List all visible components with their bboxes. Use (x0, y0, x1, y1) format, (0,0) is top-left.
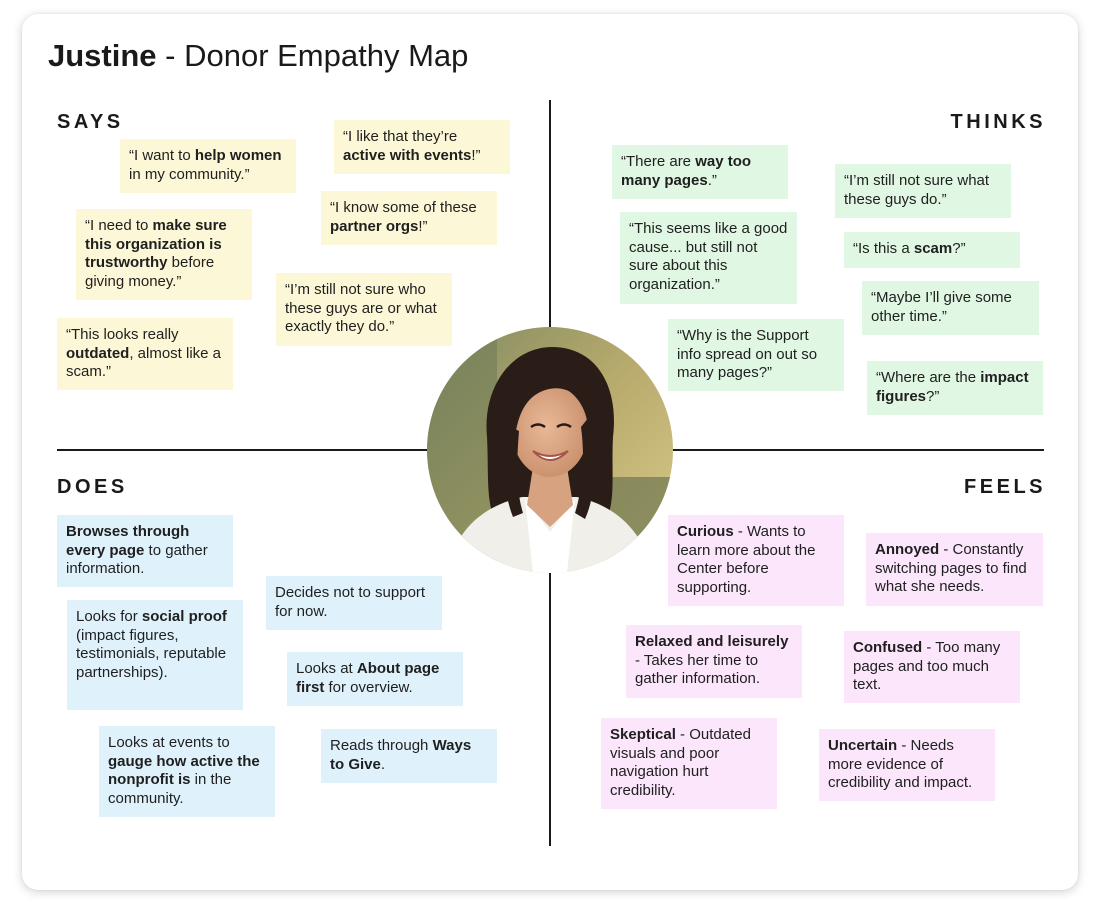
says-note-outdated: “This looks really outdated, almost like… (57, 318, 233, 390)
does-note-browses: Browses through every page to gather inf… (57, 515, 233, 587)
note-text-segment: .” (707, 171, 717, 189)
note-text-segment: - Wants to learn more about the Center b… (677, 523, 816, 596)
note-text-segment: - Constantly switching pages to find wha… (875, 541, 1027, 595)
note-text-segment: scam (913, 240, 953, 257)
says-note-not-sure-who: “I’m still not sure who these guys are o… (276, 273, 452, 346)
note-text-segment: “Is this a (853, 240, 914, 257)
thinks-note-scam: “Is this a scam?” (844, 232, 1020, 268)
note-text-segment: Annoyed (875, 541, 940, 558)
thinks-note-support-info: “Why is the Support info spread on out s… (668, 319, 844, 391)
note-text-segment: , almost like a scam.” (66, 344, 222, 381)
horizontal-divider-right (664, 449, 1044, 451)
quadrant-label-says: SAYS (57, 111, 124, 133)
note-text-segment: help women (194, 147, 282, 164)
says-note-trustworthy: “I need to make sure this organization i… (76, 209, 252, 300)
feels-note-confused: Confused - Too many pages and too much t… (844, 631, 1020, 703)
note-text-segment: Looks for (76, 608, 142, 625)
note-text-segment: Looks at (296, 660, 357, 677)
note-text-segment: active with events (343, 146, 472, 164)
thinks-note-good-cause: “This seems like a good cause... but sti… (620, 212, 797, 304)
note-text-segment: for overview. (324, 678, 413, 696)
note-text-segment: Uncertain (828, 737, 898, 754)
note-text-segment: impact figures (876, 369, 1029, 405)
thinks-note-impact-figures: “Where are the impact figures?” (867, 361, 1043, 415)
note-text-segment: “Where are the (876, 369, 981, 386)
thinks-note-not-sure-what: “I’m still not sure what these guys do.” (835, 164, 1011, 218)
note-text-segment: “Why is the Support info spread on out s… (677, 327, 818, 381)
note-text-segment: before giving money.” (85, 254, 215, 290)
note-text-segment: “This looks really (66, 326, 179, 343)
note-text-segment: Browses through every page (66, 523, 190, 559)
note-text-segment: “Maybe I’ll give some other time.” (871, 289, 1012, 325)
thinks-note-other-time: “Maybe I’ll give some other time.” (862, 281, 1039, 335)
feels-note-skeptical: Skeptical - Outdated visuals and poor na… (601, 718, 777, 809)
note-text-segment: “I’m still not sure who these guys are o… (285, 281, 437, 335)
feels-note-uncertain: Uncertain - Needs more evidence of credi… (819, 729, 995, 801)
note-text-segment: partner orgs (330, 217, 419, 235)
note-text-segment: “I need to (85, 217, 153, 234)
quadrant-label-does: DOES (57, 476, 128, 498)
note-text-segment: outdated (66, 344, 130, 362)
note-text-segment: “This seems like a good cause... but sti… (629, 220, 788, 293)
note-text-segment: !” (418, 217, 428, 235)
note-text-segment: ?” (926, 387, 940, 405)
woman-portrait-icon (427, 327, 673, 573)
note-text-segment: to gather information. (66, 541, 208, 578)
note-text-segment: “I like that they’re (343, 128, 458, 145)
note-text-segment: social proof (141, 608, 227, 625)
note-text-segment: - Needs more evidence of credibility and… (828, 737, 973, 791)
note-text-segment: in my community.” (129, 165, 250, 183)
horizontal-divider-left (57, 449, 437, 451)
note-text-segment: “I’m still not sure what these guys do.” (844, 172, 990, 208)
note-text-segment: Confused (853, 639, 923, 656)
note-text-segment: make sure this organization is trustwort… (85, 217, 227, 271)
says-note-partner-orgs: “I know some of these partner orgs!” (321, 191, 497, 245)
map-subtitle: - Donor Empathy Map (156, 38, 469, 73)
page-title: Justine - Donor Empathy Map (48, 36, 468, 76)
note-text-segment: “I want to (129, 147, 195, 164)
persona-name: Justine (48, 38, 157, 73)
note-text-segment: - Takes her time to gather information. (635, 651, 761, 688)
does-note-ways-to-give: Reads through Ways to Give. (321, 729, 497, 783)
does-note-decides-not: Decides not to support for now. (266, 576, 442, 630)
note-text-segment: Looks at events to (108, 734, 230, 751)
note-text-segment: Ways to Give (330, 737, 472, 773)
feels-note-relaxed: Relaxed and leisurely - Takes her time t… (626, 625, 802, 698)
note-text-segment: gauge how active the nonprofit is (108, 752, 260, 789)
does-note-events: Looks at events to gauge how active the … (99, 726, 275, 817)
note-text-segment: Reads through (330, 737, 433, 754)
quadrant-label-thinks: THINKS (950, 111, 1046, 133)
note-text-segment: “I know some of these (330, 199, 477, 216)
does-note-about-page: Looks at About page first for overview. (287, 652, 463, 706)
persona-avatar (427, 327, 673, 573)
note-text-segment: !” (471, 146, 481, 164)
says-note-help-women: “I want to help women in my community.” (120, 139, 296, 193)
note-text-segment: - Outdated visuals and poor navigation h… (610, 726, 751, 799)
note-text-segment: in the community. (108, 771, 232, 807)
quadrant-label-feels: FEELS (964, 476, 1046, 498)
note-text-segment: . (380, 755, 386, 773)
note-text-segment: About page first (296, 660, 440, 696)
feels-note-annoyed: Annoyed - Constantly switching pages to … (866, 533, 1043, 606)
note-text-segment: “There are (621, 153, 696, 170)
note-text-segment: Skeptical (610, 726, 676, 743)
thinks-note-too-many-pages: “There are way too many pages.” (612, 145, 788, 199)
note-text-segment: ?” (952, 240, 966, 257)
note-text-segment: (impact figures, testimonials, reputable… (76, 626, 227, 681)
does-note-social-proof: Looks for social proof (impact figures, … (67, 600, 243, 710)
says-note-active-events: “I like that they’re active with events!… (334, 120, 510, 174)
note-text-segment: way too many pages (621, 153, 752, 189)
note-text-segment: Decides not to support for now. (275, 584, 426, 620)
note-text-segment: Curious (677, 523, 734, 540)
feels-note-curious: Curious - Wants to learn more about the … (668, 515, 844, 606)
note-text-segment: Relaxed and leisurely (635, 633, 789, 650)
note-text-segment: - Too many pages and too much text. (853, 639, 1001, 693)
